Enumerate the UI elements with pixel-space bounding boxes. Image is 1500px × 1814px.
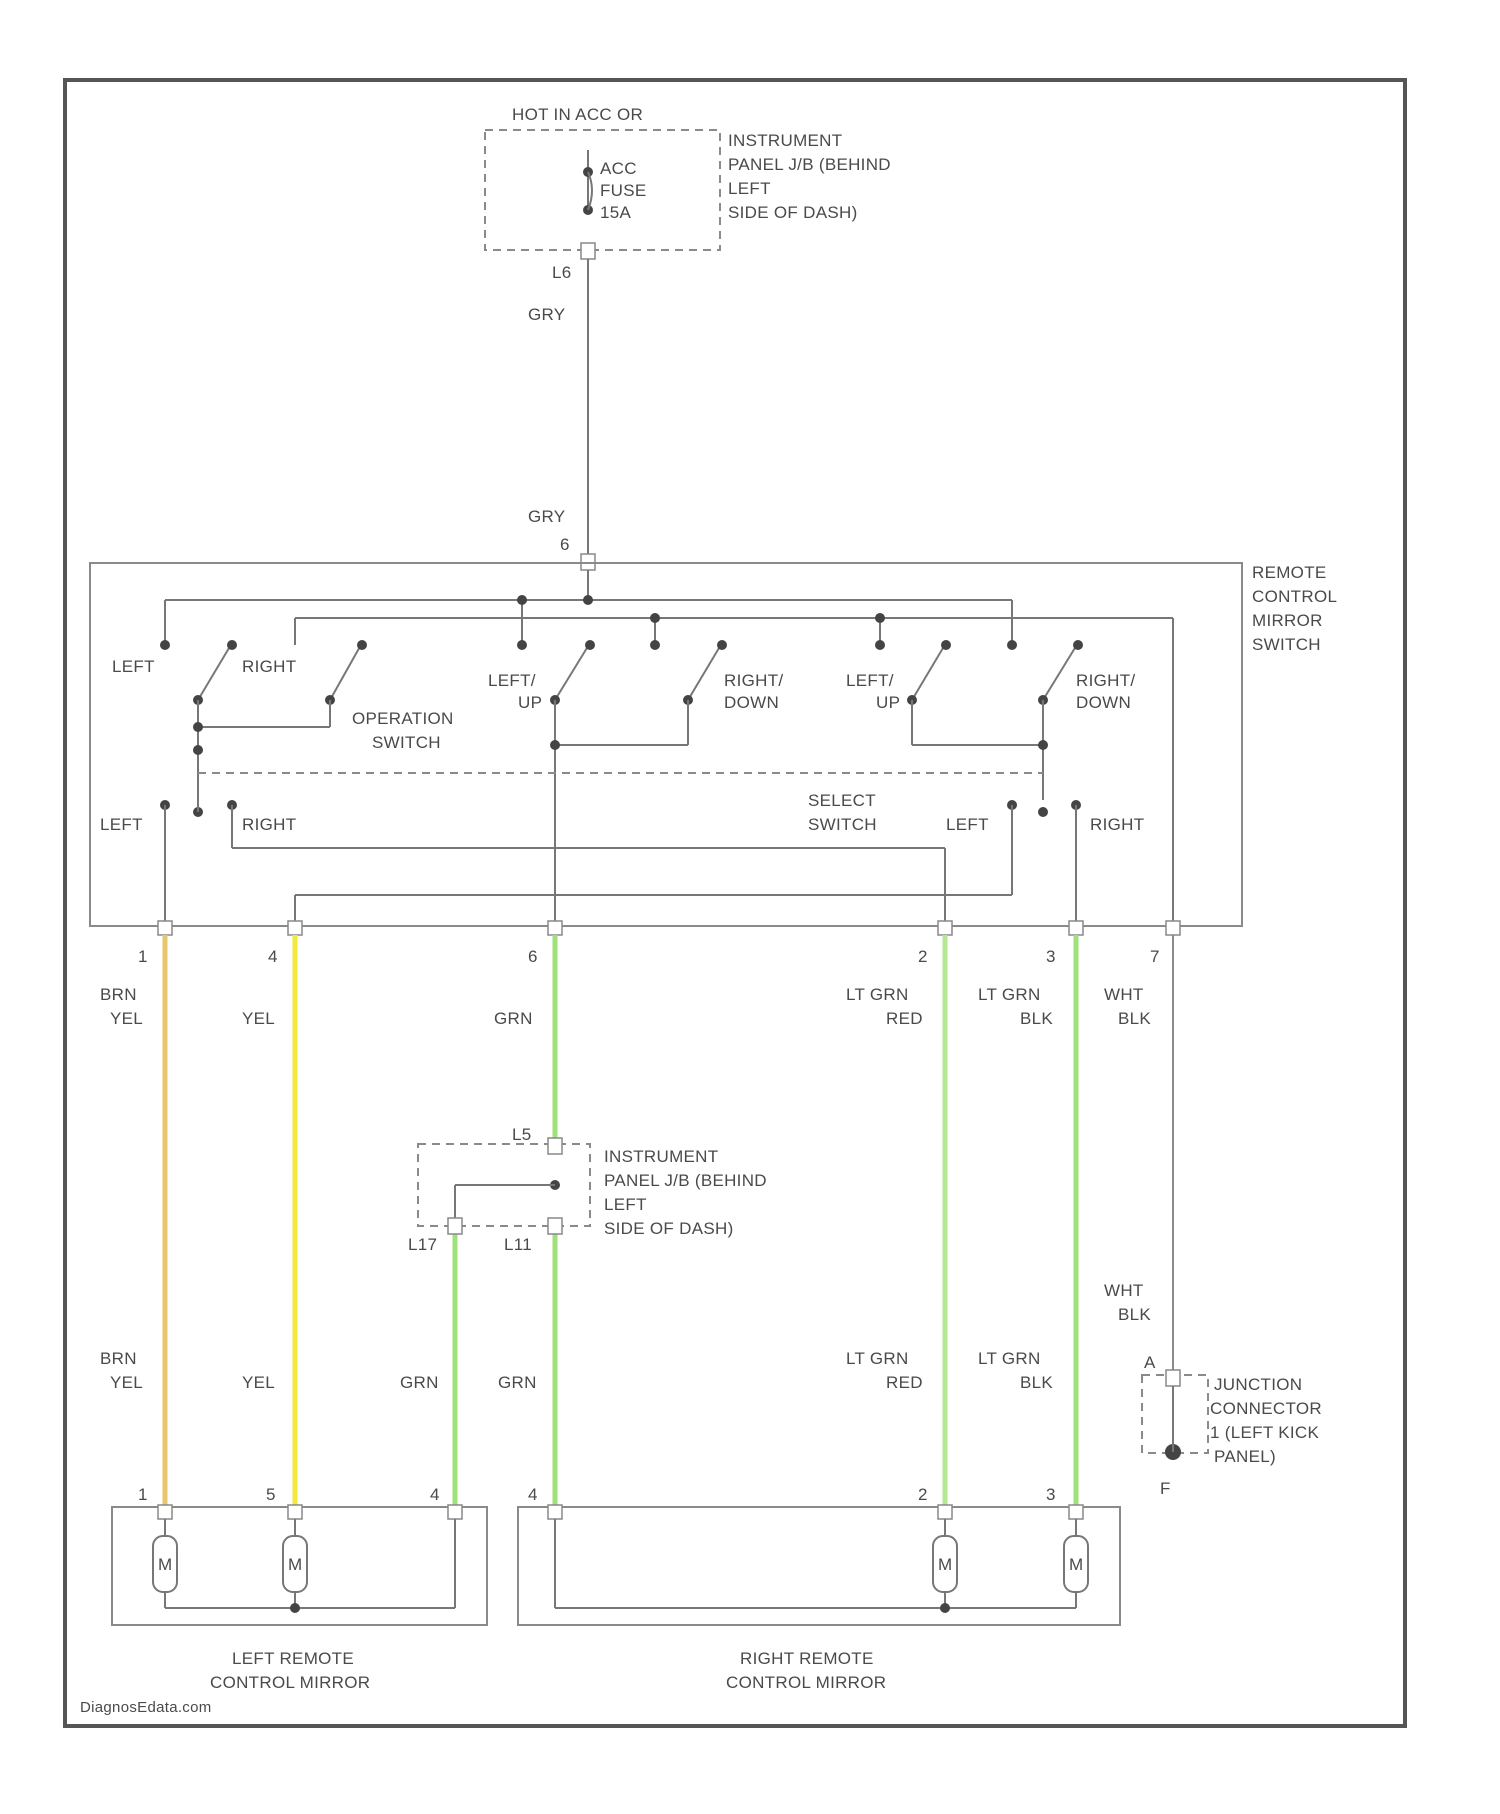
lower-brn-yel-1: BRN xyxy=(100,1349,137,1368)
junction-label-3: 1 (LEFT KICK xyxy=(1210,1423,1319,1442)
svg-text:M: M xyxy=(288,1555,302,1574)
left-mirror-pin-1: 1 xyxy=(138,1485,148,1504)
wire7-color-1: WHT xyxy=(1104,985,1144,1004)
lu2-label-1: LEFT/ xyxy=(846,671,894,690)
wire2-pin: 2 xyxy=(918,947,928,966)
right-motor-1: M xyxy=(933,1519,957,1608)
lower-lt-grn-blk-2: BLK xyxy=(1020,1373,1053,1392)
lu1-label-2: UP xyxy=(518,693,542,712)
wire3-color-2: BLK xyxy=(1020,1009,1053,1028)
svg-text:M: M xyxy=(158,1555,172,1574)
junction-pin-top: A xyxy=(1144,1353,1156,1372)
sel-switch-name-2: SWITCH xyxy=(808,815,877,834)
junction-label-4: PANEL) xyxy=(1214,1447,1276,1466)
watermark: DiagnosEdata.com xyxy=(80,1699,212,1716)
rd1-label-2: DOWN xyxy=(724,693,779,712)
wire4-pin: 4 xyxy=(268,947,278,966)
lu1-label-1: LEFT/ xyxy=(488,671,536,690)
wire2-color-1: LT GRN xyxy=(846,985,909,1004)
lower-lt-grn-red-2: RED xyxy=(886,1373,923,1392)
wire6-color-1: GRN xyxy=(494,1009,533,1028)
wire-gry-2: GRY xyxy=(528,507,565,526)
lower-brn-yel-2: YEL xyxy=(110,1373,143,1392)
switch-name-2: CONTROL xyxy=(1252,587,1337,606)
junction-pin-bottom: F xyxy=(1160,1479,1171,1498)
lower-grn-b: GRN xyxy=(498,1373,537,1392)
switch-pins xyxy=(158,921,1180,935)
jb2-pin-left: L17 xyxy=(408,1235,437,1254)
wire3-pin: 3 xyxy=(1046,947,1056,966)
right-mirror-label-2: CONTROL MIRROR xyxy=(726,1673,886,1692)
wire3-color-1: LT GRN xyxy=(978,985,1041,1004)
right-mirror-pin-4: 4 xyxy=(528,1485,538,1504)
sel-switch-name-1: SELECT xyxy=(808,791,876,810)
wire4-color-1: YEL xyxy=(242,1009,275,1028)
jb1-label-2: PANEL J/B (BEHIND xyxy=(728,155,891,174)
lower-yel: YEL xyxy=(242,1373,275,1392)
rd2-label-1: RIGHT/ xyxy=(1076,671,1135,690)
lu2-label-2: UP xyxy=(876,693,900,712)
op-switch-name-2: SWITCH xyxy=(372,733,441,752)
jb2-pin-right: L11 xyxy=(504,1235,532,1254)
rd2-label-2: DOWN xyxy=(1076,693,1131,712)
right-motor-2: M xyxy=(1064,1519,1088,1608)
wire1-pin: 1 xyxy=(138,947,148,966)
sel-left2-label: LEFT xyxy=(946,815,989,834)
svg-text:M: M xyxy=(938,1555,952,1574)
left-mirror-pin-5: 5 xyxy=(266,1485,276,1504)
lower-grn-a: GRN xyxy=(400,1373,439,1392)
right-mirror-label-1: RIGHT REMOTE xyxy=(740,1649,874,1668)
right-mirror-pin-2: 2 xyxy=(918,1485,928,1504)
wire1-color-1: BRN xyxy=(100,985,137,1004)
wire-gry-1: GRY xyxy=(528,305,565,324)
left-mirror-label-1: LEFT REMOTE xyxy=(232,1649,354,1668)
left-motor-2: M xyxy=(283,1519,307,1608)
op-right-label: RIGHT xyxy=(242,657,296,676)
junction-label-1: JUNCTION xyxy=(1214,1375,1302,1394)
left-mirror-pin-4: 4 xyxy=(430,1485,440,1504)
wire7-color-2: BLK xyxy=(1118,1009,1151,1028)
switch-pin-6: 6 xyxy=(560,535,570,554)
jb2-label-4: SIDE OF DASH) xyxy=(604,1219,734,1238)
lower-wht-blk-1: WHT xyxy=(1104,1281,1144,1300)
jb1-label-4: SIDE OF DASH) xyxy=(728,203,858,222)
jb1-pin-label: L6 xyxy=(552,263,572,282)
rd1-label-1: RIGHT/ xyxy=(724,671,783,690)
op-left-label: LEFT xyxy=(112,657,155,676)
jb2-label-2: PANEL J/B (BEHIND xyxy=(604,1171,767,1190)
switch-name-3: MIRROR xyxy=(1252,611,1323,630)
jb2-pin-top: L5 xyxy=(512,1125,532,1144)
wire1-color-2: YEL xyxy=(110,1009,143,1028)
left-motor-1: M xyxy=(153,1519,177,1608)
lower-lt-grn-red-1: LT GRN xyxy=(846,1349,909,1368)
jb1-label-1: INSTRUMENT xyxy=(728,131,842,150)
fuse-label-1: ACC xyxy=(600,159,637,178)
sel-right1-label: RIGHT xyxy=(242,815,296,834)
jb2-label-3: LEFT xyxy=(604,1195,647,1214)
lower-wht-blk-2: BLK xyxy=(1118,1305,1151,1324)
junction-label-2: CONNECTOR xyxy=(1210,1399,1322,1418)
hot-label: HOT IN ACC OR xyxy=(512,105,643,124)
switch-name-1: REMOTE xyxy=(1252,563,1327,582)
fuse-label-2: FUSE xyxy=(600,181,647,200)
wire6-pin: 6 xyxy=(528,947,538,966)
wire7-pin: 7 xyxy=(1150,947,1160,966)
switch-name-4: SWITCH xyxy=(1252,635,1321,654)
jb2-label-1: INSTRUMENT xyxy=(604,1147,718,1166)
op-switch-name-1: OPERATION xyxy=(352,709,454,728)
fuse-label-3: 15A xyxy=(600,203,632,222)
sel-right2-label: RIGHT xyxy=(1090,815,1144,834)
sel-left1-label: LEFT xyxy=(100,815,143,834)
left-mirror-label-2: CONTROL MIRROR xyxy=(210,1673,370,1692)
lower-lt-grn-blk-1: LT GRN xyxy=(978,1349,1041,1368)
svg-text:M: M xyxy=(1069,1555,1083,1574)
right-mirror-pin-3: 3 xyxy=(1046,1485,1056,1504)
outer-frame xyxy=(65,80,1405,1726)
jb1-label-3: LEFT xyxy=(728,179,771,198)
wire2-color-2: RED xyxy=(886,1009,923,1028)
